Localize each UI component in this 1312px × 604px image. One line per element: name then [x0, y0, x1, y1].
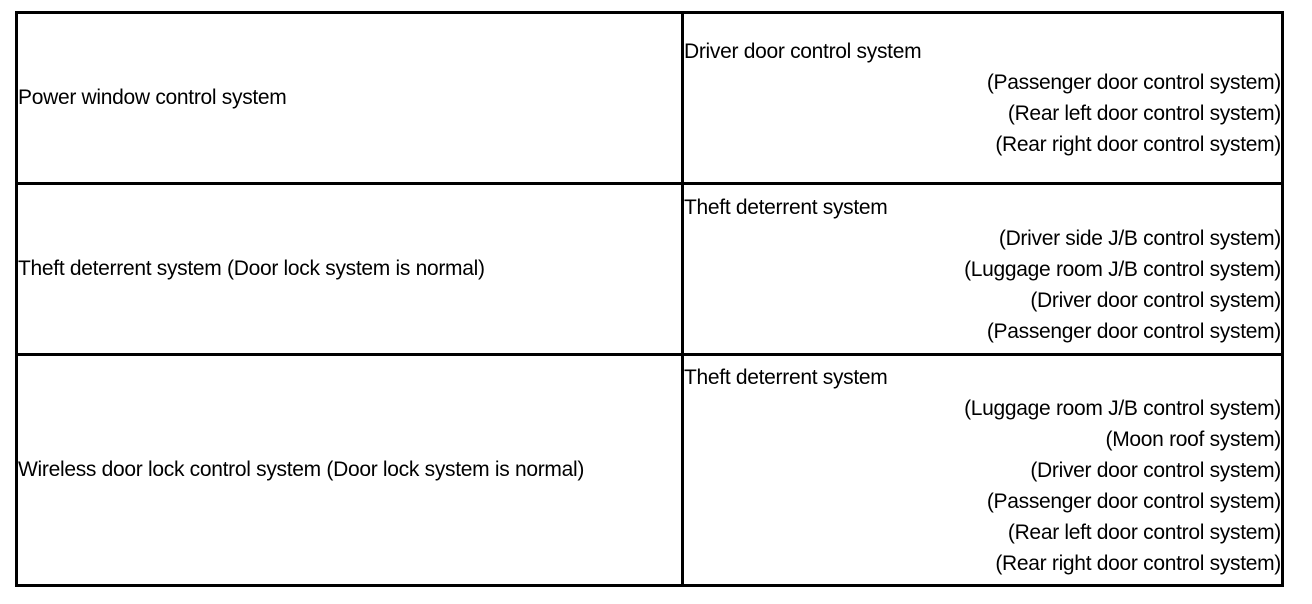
system-reference-table: Power window control system Driver door …: [15, 11, 1284, 587]
condition-label: Wireless door lock control system (Door …: [18, 458, 585, 481]
sub-system-label: (Passenger door control system): [986, 71, 1281, 94]
sub-system-label: (Rear right door control system): [995, 133, 1281, 156]
primary-system-label: Driver door control system: [684, 40, 922, 63]
sub-system-label: (Rear right door control system): [995, 551, 1281, 575]
condition-cell: Wireless door lock control system (Door …: [15, 353, 684, 587]
sub-system-label: (Driver door control system): [1030, 458, 1281, 482]
primary-system-label: Theft deterrent system: [684, 195, 888, 219]
table-body: Power window control system Driver door …: [15, 11, 1284, 587]
sub-system-label: (Rear left door control system): [1007, 102, 1281, 125]
related-systems-cell: Theft deterrent system (Luggage room J/B…: [681, 353, 1284, 587]
table-row: Power window control system Driver door …: [15, 11, 1284, 185]
table-row: Theft deterrent system (Door lock system…: [15, 182, 1284, 356]
condition-cell: Theft deterrent system (Door lock system…: [15, 182, 684, 356]
condition-cell: Power window control system: [15, 11, 684, 185]
primary-system-label: Theft deterrent system: [684, 365, 888, 389]
condition-label: Theft deterrent system (Door lock system…: [18, 257, 485, 280]
related-systems-cell: Theft deterrent system (Driver side J/B …: [681, 182, 1284, 356]
sub-system-label: (Driver side J/B control system): [998, 226, 1281, 250]
sub-system-label: (Passenger door control system): [986, 489, 1281, 513]
sub-system-label: (Driver door control system): [1030, 288, 1281, 312]
related-systems-cell: Driver door control system (Passenger do…: [681, 11, 1284, 185]
table-row: Wireless door lock control system (Door …: [15, 353, 1284, 587]
sub-system-label: (Luggage room J/B control system): [964, 257, 1281, 281]
sub-system-label: (Luggage room J/B control system): [964, 396, 1281, 420]
sub-system-label: (Passenger door control system): [986, 319, 1281, 343]
sub-system-label: (Moon roof system): [1105, 427, 1282, 451]
condition-label: Power window control system: [18, 86, 287, 109]
sub-system-label: (Rear left door control system): [1007, 520, 1281, 544]
